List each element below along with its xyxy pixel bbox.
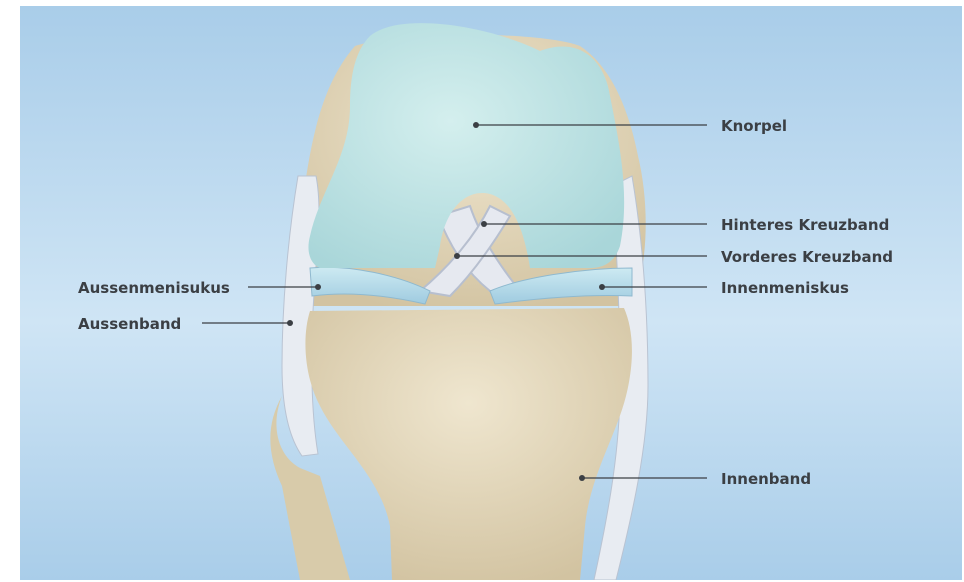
label-aussenband: Aussenband — [78, 315, 181, 333]
innenband-marker — [579, 475, 585, 481]
label-hinteres-kreuzband: Hinteres Kreuzband — [721, 216, 889, 234]
label-aussenmenisukus: Aussenmenisukus — [78, 279, 230, 297]
label-vorderes-kreuzband: Vorderes Kreuzband — [721, 248, 893, 266]
innenmeniskus-marker — [599, 284, 605, 290]
knorpel-marker — [473, 122, 479, 128]
label-innenband: Innenband — [721, 470, 811, 488]
label-innenmeniskus: Innenmeniskus — [721, 279, 849, 297]
aussenband-marker — [287, 320, 293, 326]
hinteres-kreuzband-marker — [481, 221, 487, 227]
label-knorpel: Knorpel — [721, 117, 787, 135]
vorderes-kreuzband-marker — [454, 253, 460, 259]
aussenmeniskus-marker — [315, 284, 321, 290]
